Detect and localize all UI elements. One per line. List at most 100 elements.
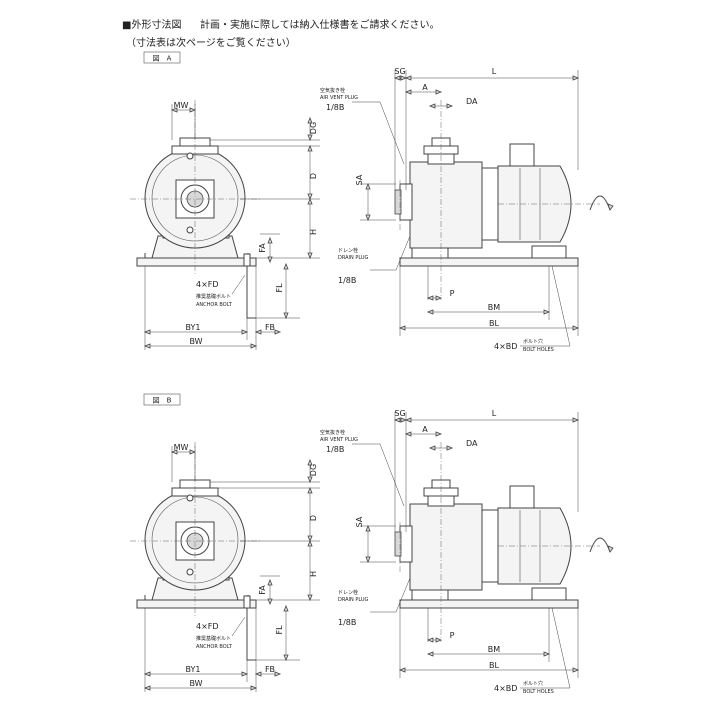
dimension-arrow bbox=[404, 417, 412, 423]
label-vent-jp: 空気抜き栓 bbox=[320, 87, 345, 94]
side-pump-casing bbox=[409, 503, 483, 591]
dimension-arrow bbox=[283, 604, 289, 612]
label-l: L bbox=[492, 409, 497, 418]
dimension-arrow bbox=[400, 417, 408, 423]
rotation-arrow bbox=[589, 195, 611, 211]
dimension-arrow bbox=[435, 89, 443, 95]
side-base-plate bbox=[399, 599, 579, 609]
label-vent-en: AIR VENT PLUG bbox=[320, 437, 358, 443]
base-plate bbox=[136, 257, 257, 267]
label-fb: FB bbox=[265, 665, 275, 674]
dimension-arrow bbox=[572, 325, 580, 331]
terminal-box bbox=[509, 143, 535, 167]
label-bd: 4×BD bbox=[494, 342, 517, 351]
label-a: A bbox=[422, 425, 428, 434]
vent-leader bbox=[352, 101, 405, 165]
dimension-arrow bbox=[426, 295, 434, 301]
dimension-arrow bbox=[365, 182, 371, 190]
dimension-arrow bbox=[404, 75, 412, 81]
label-h: H bbox=[309, 229, 318, 235]
anchor-bolt-nut bbox=[243, 595, 251, 609]
dimension-arrow bbox=[543, 309, 551, 315]
dimension-arrow bbox=[267, 236, 273, 244]
dimension-arrow bbox=[404, 89, 412, 95]
dimension-arrow bbox=[572, 75, 580, 81]
dimension-arrow bbox=[189, 107, 197, 113]
label-bd: 4×BD bbox=[494, 684, 517, 693]
header-note: 計画・実施に際しては納入仕様書をご請求ください。 bbox=[200, 20, 440, 31]
dimension-arrow bbox=[267, 256, 273, 264]
dimension-arrow bbox=[250, 343, 258, 349]
dimension-arrow bbox=[170, 449, 178, 455]
label-sa: SA bbox=[355, 174, 364, 185]
label-bm: BM bbox=[488, 303, 500, 312]
dimension-arrow bbox=[143, 671, 151, 677]
label-bw: BW bbox=[189, 679, 202, 688]
dimension-arrow bbox=[307, 594, 313, 602]
dimension-arrow bbox=[143, 329, 151, 335]
label-fd: 4×FD bbox=[196, 622, 219, 631]
motor-flange bbox=[481, 167, 499, 241]
label-vent-size: 1/8B bbox=[326, 103, 344, 112]
label-vent-jp: 空気抜き栓 bbox=[320, 429, 345, 436]
figure-tag: 図 A bbox=[153, 55, 172, 63]
figure-tag: 図 B bbox=[153, 397, 172, 405]
label-bw: BW bbox=[189, 337, 202, 346]
pump-foot bbox=[411, 247, 449, 259]
dimension-arrow bbox=[254, 329, 262, 335]
label-mw: MW bbox=[174, 443, 189, 452]
dimension-arrow bbox=[307, 535, 313, 543]
label-anchor-en: ANCHOR BOLT bbox=[196, 302, 233, 308]
figure-tag-box bbox=[143, 51, 181, 64]
dimension-arrow bbox=[283, 312, 289, 320]
leader-line bbox=[231, 616, 246, 637]
label-fl: FL bbox=[275, 283, 284, 293]
dimension-arrow bbox=[400, 75, 408, 81]
suction-flange-face bbox=[394, 531, 402, 557]
anchor-bolt bbox=[246, 608, 256, 661]
label-bl: BL bbox=[489, 319, 499, 328]
label-p: P bbox=[450, 289, 455, 298]
dimension-arrow bbox=[307, 458, 313, 466]
label-fl: FL bbox=[275, 625, 284, 635]
dimension-arrow bbox=[435, 295, 443, 301]
dimension-arrow bbox=[435, 637, 443, 643]
dimension-arrow bbox=[143, 343, 151, 349]
anchor-bolt bbox=[246, 266, 256, 319]
dimension-arrow bbox=[404, 431, 412, 437]
bolt-leader bbox=[520, 607, 571, 689]
dimension-arrow bbox=[365, 524, 371, 532]
dimension-arrow bbox=[307, 476, 313, 484]
terminal-box bbox=[509, 485, 535, 509]
dimension-arrow bbox=[307, 486, 313, 494]
dimension-arrow bbox=[426, 309, 434, 315]
vent-leader bbox=[352, 443, 405, 507]
motor-foot bbox=[531, 587, 567, 601]
dimension-arrow bbox=[267, 598, 273, 606]
dimension-arrow bbox=[446, 445, 454, 451]
label-drain-size: 1/8B bbox=[338, 618, 356, 627]
dimension-arrow bbox=[435, 431, 443, 437]
label-dg: DG bbox=[309, 464, 318, 476]
flange-bolt bbox=[186, 568, 194, 576]
rotation-arrow bbox=[589, 537, 611, 553]
suction-flange-face bbox=[394, 189, 402, 215]
dimension-arrow bbox=[572, 667, 580, 673]
motor-foot bbox=[531, 245, 567, 259]
label-bl: BL bbox=[489, 661, 499, 670]
flange-bolt bbox=[186, 152, 194, 160]
flange-bolt bbox=[186, 226, 194, 234]
label-d: D bbox=[309, 515, 318, 521]
dimension-arrow bbox=[267, 578, 273, 586]
dimension-arrow bbox=[307, 134, 313, 142]
label-h: H bbox=[309, 571, 318, 577]
dimension-arrow bbox=[307, 116, 313, 124]
pump-foot bbox=[411, 589, 449, 601]
dimension-arrow bbox=[307, 197, 313, 205]
label-fd: 4×FD bbox=[196, 280, 219, 289]
dimension-arrow bbox=[426, 651, 434, 657]
dimension-arrow bbox=[307, 252, 313, 260]
drain-leader bbox=[370, 235, 411, 271]
